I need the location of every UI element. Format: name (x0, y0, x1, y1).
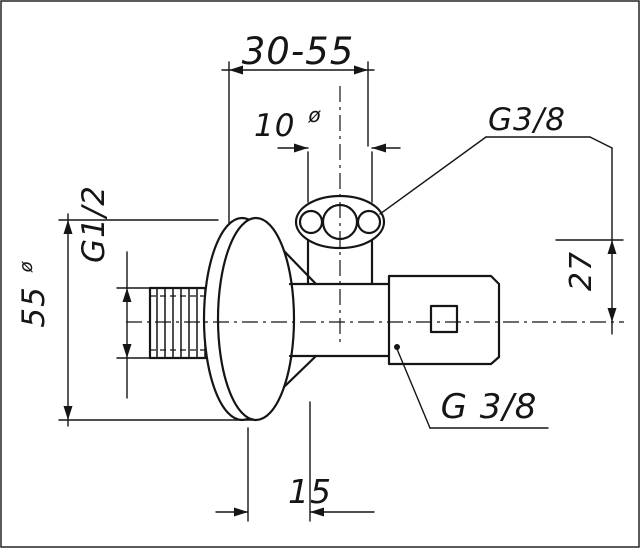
dim-bottom-offset (215, 401, 375, 522)
thread-side-label: G 3/8 (441, 387, 538, 427)
arrowhead-bottom (122, 344, 132, 358)
arrowhead-bottom (63, 406, 73, 420)
diameter-symbol: ø (307, 103, 321, 127)
leader-top-thread (379, 136, 613, 215)
arrowhead-left (229, 65, 243, 75)
valve-right-block (387, 274, 501, 366)
port-diameter-value: 10 (254, 108, 295, 144)
arrowhead-top (63, 220, 73, 234)
valve-flange (202, 216, 296, 422)
thread-top-label: G3/8 (488, 102, 566, 138)
arrowhead-top (122, 288, 132, 302)
arrowhead-bottom (607, 308, 617, 322)
flange-front-face (216, 216, 296, 422)
leader-line (396, 348, 431, 429)
dim-top-span-label: 30-55 (242, 30, 355, 73)
block-outline (387, 274, 501, 366)
nut-right-circle (356, 209, 382, 235)
leader-line (379, 136, 487, 215)
thread-hatch (156, 289, 206, 357)
arrowhead-left (294, 143, 308, 153)
dim-right-offset (555, 147, 624, 335)
cone-upper-edge (282, 249, 318, 286)
nut-left-circle (298, 209, 324, 235)
flange-diameter-label: 55 ø (16, 260, 52, 327)
arrowhead-right (354, 65, 368, 75)
dim-port-diameter (277, 143, 401, 203)
dim-top-span (221, 61, 375, 225)
dim-left-thread (116, 251, 152, 399)
arrowhead-right (372, 143, 386, 153)
spindle-square (429, 304, 459, 334)
dim-flange-diameter (58, 213, 255, 427)
valve-body (282, 249, 391, 389)
dim-right-offset-label: 27 (564, 251, 599, 291)
arrowhead-right (310, 507, 324, 517)
leader-connector (589, 136, 613, 149)
valve-top-outlet (294, 194, 386, 286)
centerlines (126, 86, 624, 346)
thread-left-label: G1/2 (76, 185, 112, 263)
arrowhead-top (607, 240, 617, 254)
leader-side-thread (394, 344, 549, 429)
arrowhead-left (234, 507, 248, 517)
dim-bottom-offset-label: 15 (288, 472, 332, 511)
leader-dot (394, 344, 400, 350)
flange-diameter-value: 55 (16, 286, 52, 327)
cone-lower-edge (282, 354, 318, 389)
dim-port-diameter-label: 10 ø (254, 103, 322, 144)
diameter-symbol: ø (16, 260, 37, 273)
